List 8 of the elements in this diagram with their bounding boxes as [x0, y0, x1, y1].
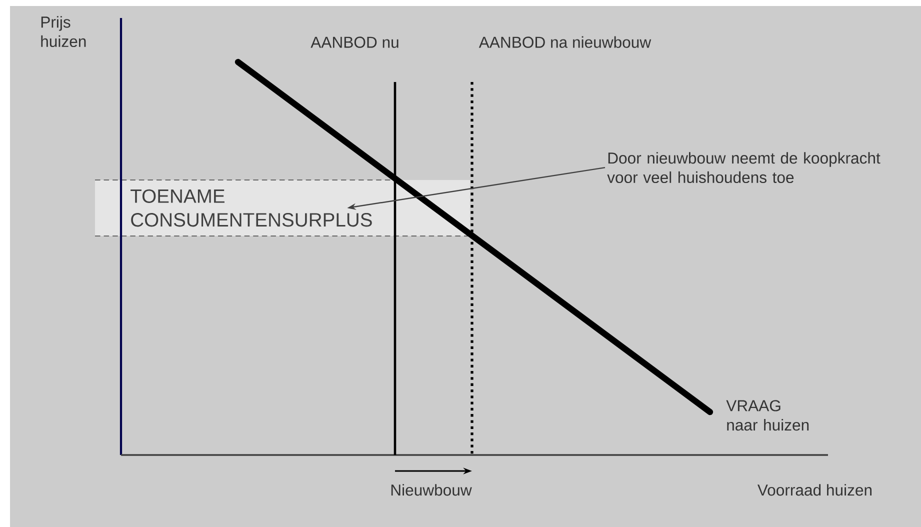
axis-annotation: Nieuwbouw	[391, 484, 472, 496]
axis-label: Voorraad huizen	[758, 484, 872, 496]
callout-text: Door nieuwbouw neemt de koopkracht voor veel huishoudens toe	[607, 152, 880, 184]
curve-label: VRAAG naar huizen	[726, 400, 809, 431]
axis-label: Prijs huizen	[41, 16, 86, 48]
curve-label: AANBOD na nieuwbouw	[478, 36, 652, 48]
band-label: TOENAME CONSUMENTENSURPLUS	[130, 189, 372, 227]
curve-label: AANBOD nu	[310, 36, 398, 48]
